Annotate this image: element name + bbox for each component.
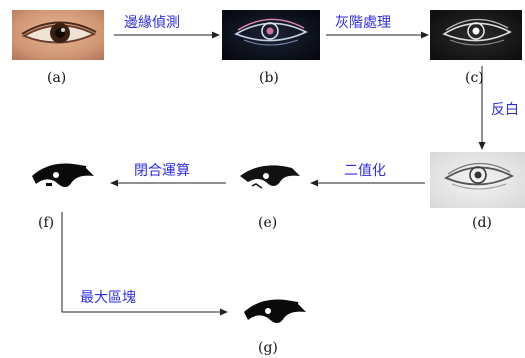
panel-label-b: (b) xyxy=(259,70,279,86)
step-label-edge-detection: 邊緣偵測 xyxy=(124,15,180,31)
step-label-binarize: 二值化 xyxy=(344,163,386,179)
panel-label-g: (g) xyxy=(258,340,278,356)
panel-g-image xyxy=(244,299,306,323)
arrow-e-to-f xyxy=(110,179,226,187)
panel-label-d: (d) xyxy=(472,215,492,231)
arrow-d-to-e xyxy=(310,179,425,187)
arrow-f-to-g xyxy=(61,212,228,316)
panel-f-image xyxy=(32,163,94,187)
panel-d-image xyxy=(430,152,525,208)
arrow-b-to-c xyxy=(326,31,429,39)
arrow-c-to-d xyxy=(478,66,486,150)
panel-e-image xyxy=(240,165,300,189)
panel-label-f: (f) xyxy=(38,215,54,231)
arrow-a-to-b xyxy=(114,31,220,39)
step-label-largest-region: 最大區塊 xyxy=(80,290,136,306)
panel-label-e: (e) xyxy=(258,215,277,231)
panel-label-c: (c) xyxy=(465,70,484,86)
panel-a-image xyxy=(12,10,104,60)
step-label-invert: 反白 xyxy=(491,102,519,118)
step-label-closing: 閉合運算 xyxy=(134,163,190,179)
panel-label-a: (a) xyxy=(47,70,66,86)
panel-c-image xyxy=(430,10,522,60)
panel-b-image xyxy=(222,10,320,60)
step-label-grayscale: 灰階處理 xyxy=(335,15,391,31)
